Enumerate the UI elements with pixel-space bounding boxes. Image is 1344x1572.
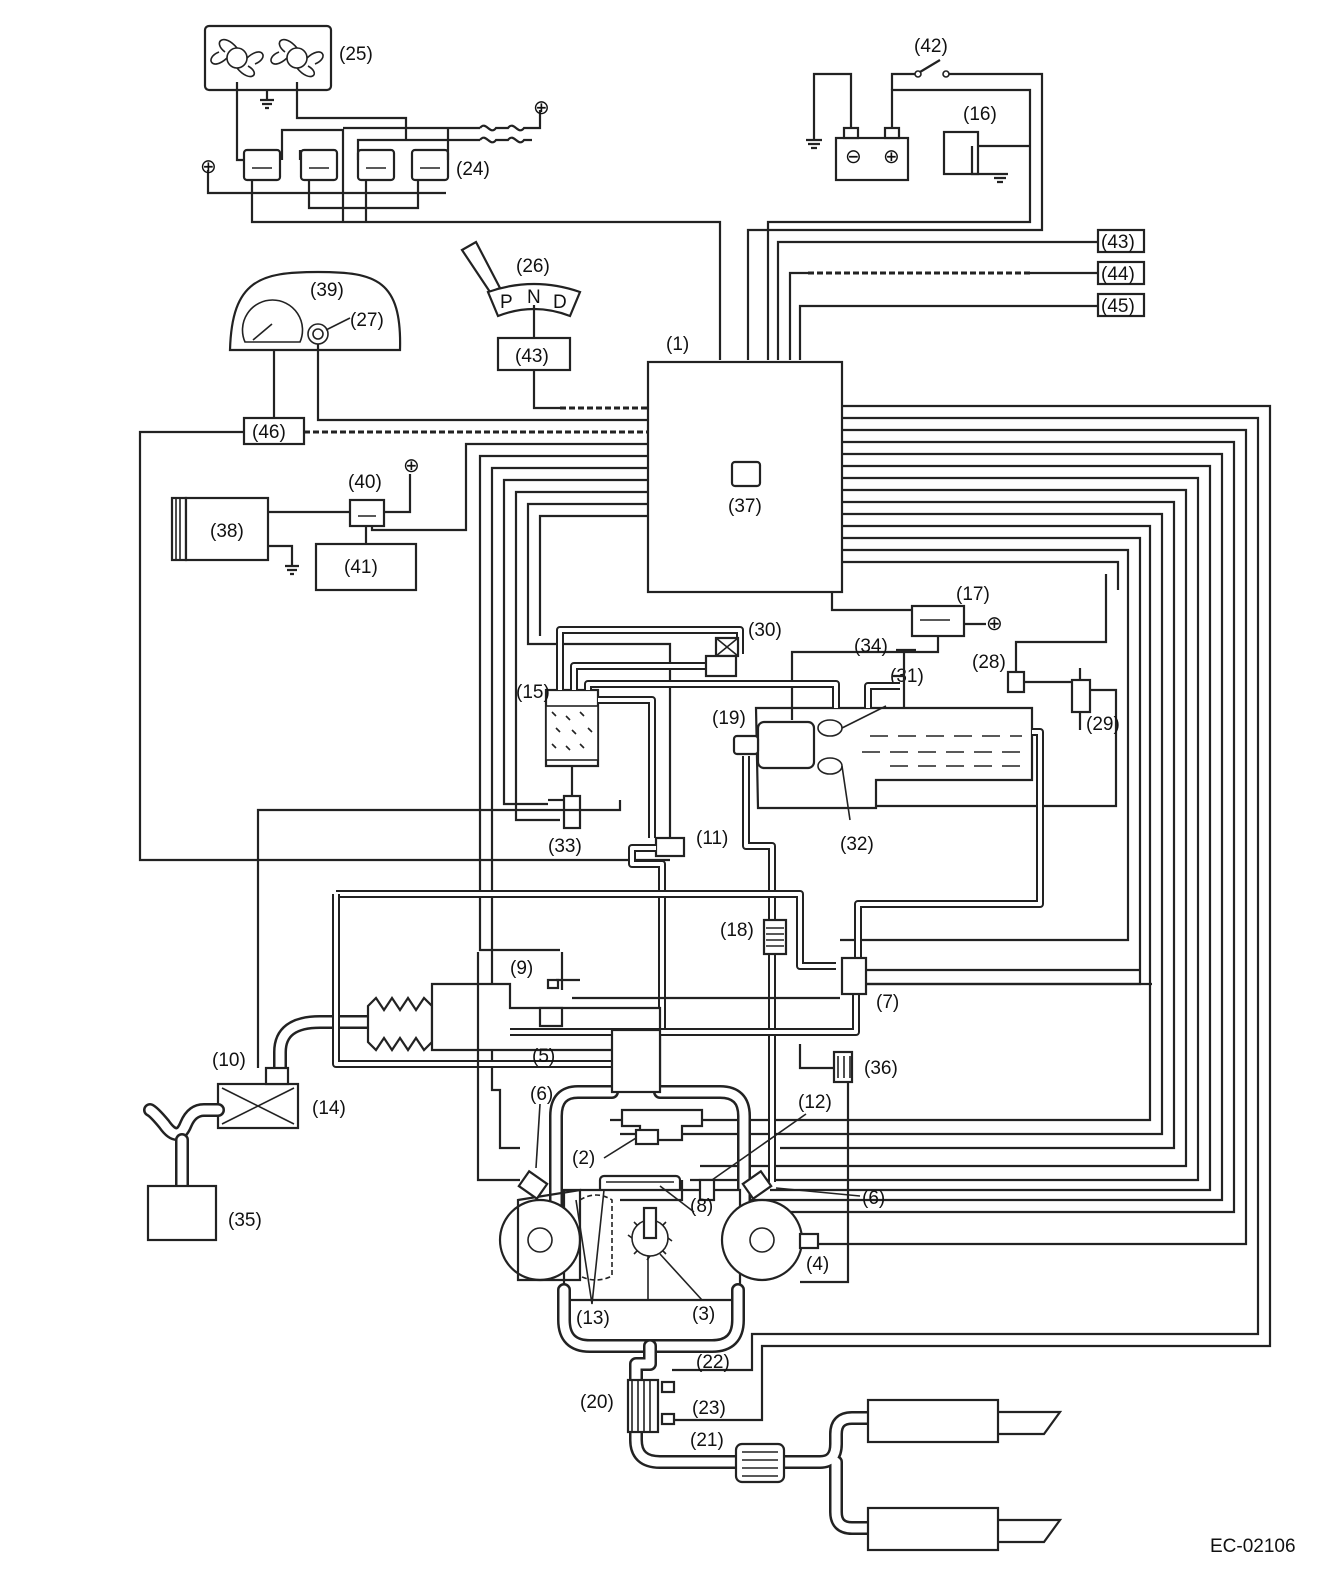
label-23: (23)	[692, 1398, 726, 1419]
shift-letter-d: D	[553, 292, 567, 313]
label-7: (7)	[876, 992, 899, 1013]
label-24: (24)	[456, 159, 490, 180]
fan-relay-group	[206, 82, 722, 360]
label-14: (14)	[312, 1098, 346, 1119]
label-21: (21)	[690, 1430, 724, 1451]
label-29: (29)	[1086, 714, 1120, 735]
label-43-shift: (43)	[515, 346, 549, 367]
fan-icon	[210, 38, 264, 78]
battery-negative-symbol: ⊖	[845, 146, 862, 168]
label-15: (15)	[516, 682, 550, 703]
exhaust-system	[626, 1339, 1063, 1552]
label-13: (13)	[576, 1308, 610, 1329]
engine-block	[498, 1028, 820, 1353]
sensor-36	[800, 1050, 854, 1284]
label-38: (38)	[210, 521, 244, 542]
label-20: (20)	[580, 1392, 614, 1413]
battery-ignition-circuit	[746, 59, 1044, 360]
ecm-harness-left	[370, 442, 672, 1150]
can-connector-46	[138, 416, 670, 862]
power-symbol: ⊕	[403, 455, 420, 477]
label-2: (2)	[572, 1148, 595, 1169]
label-46: (46)	[252, 422, 286, 443]
label-5: (5)	[532, 1046, 555, 1067]
canister-15	[544, 688, 600, 830]
label-19: (19)	[712, 708, 746, 729]
label-41: (41)	[344, 557, 378, 578]
evap-hoses	[556, 626, 916, 838]
label-42: (42)	[914, 36, 948, 57]
combination-meter	[228, 270, 648, 422]
battery-positive-symbol: ⊕	[883, 146, 900, 168]
label-36: (36)	[864, 1058, 898, 1079]
fuel-pump-relay-17	[790, 604, 966, 720]
ecm-harness-right	[610, 404, 1272, 1422]
label-8: (8)	[690, 1196, 713, 1217]
label-34: (34)	[854, 636, 888, 657]
starter-relay-group	[170, 474, 418, 592]
power-symbol: ⊕	[533, 97, 550, 119]
label-16: (16)	[963, 104, 997, 125]
label-17: (17)	[956, 584, 990, 605]
label-30: (30)	[748, 620, 782, 641]
label-28: (28)	[972, 652, 1006, 673]
ecm	[646, 360, 844, 594]
label-40: (40)	[348, 472, 382, 493]
label-12: (12)	[798, 1092, 832, 1113]
power-symbol: ⊕	[200, 156, 217, 178]
label-10: (10)	[212, 1050, 246, 1071]
idle-air-valve-7	[840, 956, 1152, 996]
shift-letter-p: P	[500, 292, 513, 313]
label-44: (44)	[1101, 264, 1135, 285]
label-3: (3)	[692, 1304, 715, 1325]
external-connector-boxes	[776, 228, 1146, 360]
label-6-right: (6)	[862, 1188, 885, 1209]
shift-lever	[460, 240, 648, 410]
label-4: (4)	[806, 1254, 829, 1275]
label-22: (22)	[696, 1352, 730, 1373]
label-25: (25)	[339, 44, 373, 65]
label-39: (39)	[310, 280, 344, 301]
intake-system	[273, 890, 860, 1182]
label-45: (45)	[1101, 296, 1135, 317]
power-symbol: ⊕	[986, 613, 1003, 635]
label-37: (37)	[728, 496, 762, 517]
purge-valve-11	[628, 836, 686, 1034]
label-27: (27)	[350, 310, 384, 331]
shift-letter-n: N	[527, 287, 541, 308]
fuel-tank	[732, 705, 1034, 821]
label-9: (9)	[510, 958, 533, 979]
label-31: (31)	[890, 666, 924, 687]
label-32: (32)	[840, 834, 874, 855]
label-1: (1)	[666, 334, 689, 355]
fuel-lines	[742, 728, 1044, 1182]
fuel-tank-sensors	[876, 574, 1118, 808]
diagram-id: EC-02106	[1210, 1536, 1296, 1557]
fan-icon	[270, 38, 324, 78]
label-26: (26)	[516, 256, 550, 277]
label-35: (35)	[228, 1210, 262, 1231]
label-6-left: (6)	[530, 1084, 553, 1105]
label-43-right: (43)	[1101, 232, 1135, 253]
label-18: (18)	[720, 920, 754, 941]
label-11: (11)	[696, 828, 728, 849]
air-cleaner	[143, 800, 622, 1242]
label-33: (33)	[548, 836, 582, 857]
radiator-fan-assembly	[203, 24, 333, 110]
